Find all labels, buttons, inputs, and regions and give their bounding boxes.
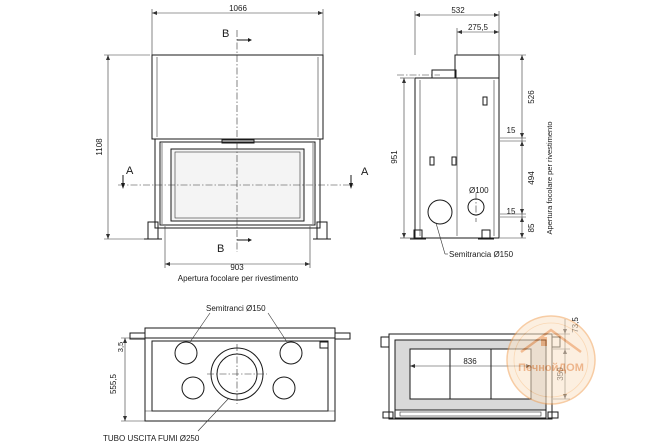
- side-low-offset-label: 15: [507, 207, 516, 216]
- side-semi-knock-label: Semitrancia Ø150: [449, 250, 514, 259]
- side-depth-label: 532: [451, 6, 465, 15]
- top-body: [144, 337, 336, 422]
- front-height-label: 1108: [95, 138, 104, 156]
- top-knock-top-left: [174, 341, 198, 365]
- section-b-bottom-marker: B: [217, 243, 224, 255]
- top-depth-label: 555,5: [109, 373, 118, 394]
- top-semi-knock-label: Semitranci Ø150: [206, 304, 266, 313]
- side-upper-label: 526: [527, 90, 536, 104]
- watermark-logo: ПечнойДОМ: [506, 315, 596, 405]
- side-height-label: 951: [390, 150, 399, 164]
- front-right-leg: [316, 221, 328, 240]
- side-flue-collar: [431, 69, 457, 79]
- side-mid-offset-label: 15: [507, 126, 516, 135]
- section-b-top-marker: B: [222, 28, 229, 40]
- front-width-label: 1066: [229, 4, 247, 13]
- front-left-leg: [147, 221, 159, 240]
- plan-door: [394, 409, 547, 419]
- front-hood: [151, 54, 324, 140]
- top-knock-top-right: [279, 341, 303, 365]
- side-semi-knock-circle: [427, 199, 453, 225]
- side-view: 532 275,5 951: [390, 6, 554, 259]
- side-vertical-note: Apertura focolare per rivestimento: [545, 122, 554, 235]
- side-bottom-label: 85: [527, 223, 536, 232]
- section-a-left-marker: A: [126, 165, 134, 177]
- top-view: Semitranci Ø150 TUBO USCITA FUMI Ø250 55…: [103, 304, 351, 443]
- side-opening-label: 494: [527, 171, 536, 185]
- section-a-right-marker: A: [361, 166, 369, 178]
- top-knock-bottom-right: [272, 376, 296, 400]
- side-half-depth-label: 275,5: [468, 23, 489, 32]
- top-knock-bottom-left: [181, 376, 205, 400]
- plan-inner-width-label: 836: [463, 357, 477, 366]
- watermark-brand: ПечнойДОМ: [518, 362, 584, 374]
- front-view: 1066 1108 B B: [95, 4, 369, 283]
- front-caption: Apertura focolare per rivestimento: [178, 274, 299, 283]
- top-flue-label: TUBO USCITA FUMI Ø250: [103, 434, 200, 443]
- opening-width-label: 903: [230, 263, 244, 272]
- front-firebox-frame: [154, 138, 321, 229]
- top-offset-label: 3,5: [116, 342, 125, 352]
- small-pipe-label: Ø100: [469, 186, 489, 195]
